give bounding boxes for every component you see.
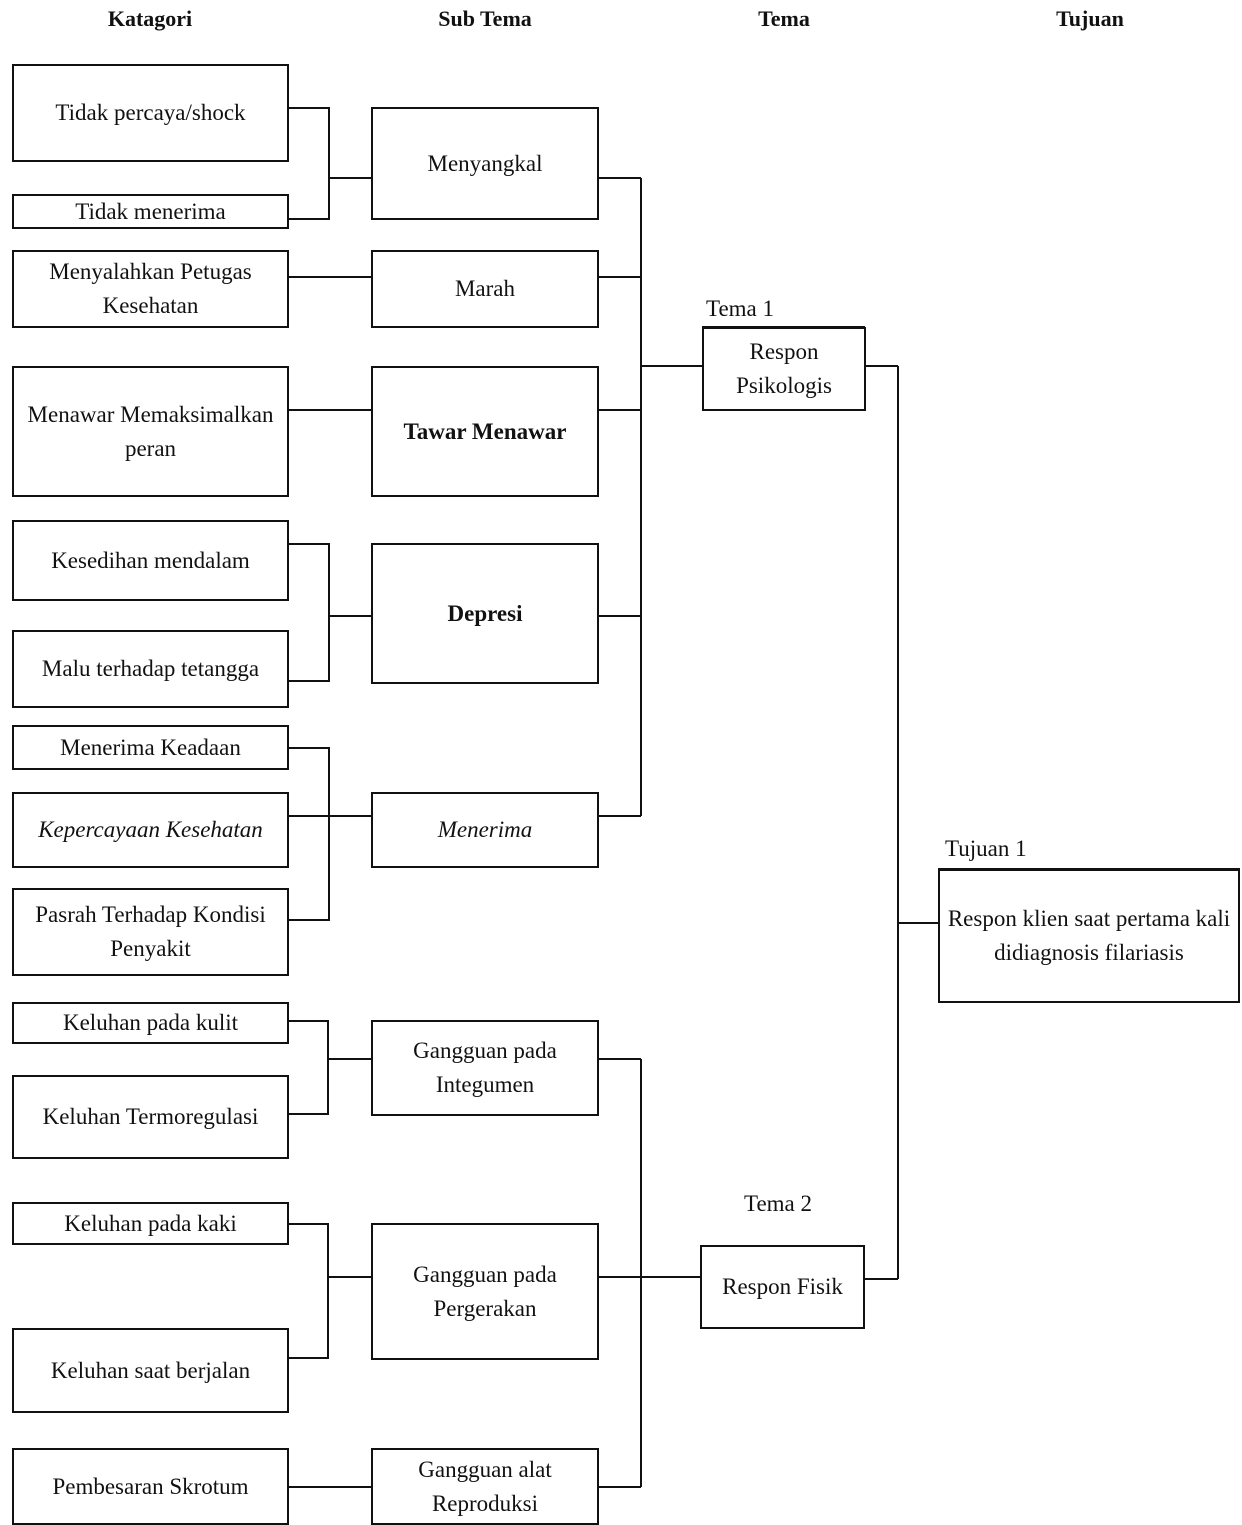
kategori-box: Keluhan Termoregulasi bbox=[12, 1075, 289, 1159]
sub-tema-box: Depresi bbox=[371, 543, 599, 684]
kategori-box: Pasrah Terhadap Kondisi Penyakit bbox=[12, 888, 289, 976]
kategori-box: Keluhan pada kulit bbox=[12, 1002, 289, 1044]
sub-tema-box: Gangguan alat Reproduksi bbox=[371, 1448, 599, 1525]
tema-2-caption: Tema 2 bbox=[744, 1191, 813, 1216]
sub-tema-box: Gangguan pada Pergerakan bbox=[371, 1223, 599, 1360]
sub-tema-box: Gangguan pada Integumen bbox=[371, 1020, 599, 1116]
kategori-box: Kesedihan mendalam bbox=[12, 520, 289, 601]
header-kategori: Katagori bbox=[107, 6, 193, 31]
kategori-box: Keluhan pada kaki bbox=[12, 1202, 289, 1245]
kategori-box: Tidak menerima bbox=[12, 194, 289, 229]
sub-tema-box: Tawar Menawar bbox=[371, 366, 599, 497]
header-sub-tema: Sub Tema bbox=[438, 6, 532, 31]
kategori-box: Tidak percaya/shock bbox=[12, 64, 289, 162]
tujuan-box: Respon klien saat pertama kali didiagnos… bbox=[938, 869, 1240, 1003]
tema-1-caption: Tema 1 bbox=[706, 296, 775, 321]
tema-1-box: Respon Psikologis bbox=[702, 327, 866, 411]
kategori-box: Menawar Memaksimalkan peran bbox=[12, 366, 289, 497]
tema-2-box: Respon Fisik bbox=[700, 1245, 865, 1329]
kategori-box: Malu terhadap tetangga bbox=[12, 630, 289, 708]
sub-tema-box: Menerima bbox=[371, 792, 599, 868]
kategori-box: Menyalahkan Petugas Kesehatan bbox=[12, 250, 289, 328]
kategori-box: Menerima Keadaan bbox=[12, 725, 289, 770]
kategori-box: Pembesaran Skrotum bbox=[12, 1448, 289, 1525]
sub-tema-box: Menyangkal bbox=[371, 107, 599, 220]
kategori-box: Kepercayaan Kesehatan bbox=[12, 792, 289, 868]
kategori-box: Keluhan saat berjalan bbox=[12, 1328, 289, 1413]
header-tujuan: Tujuan bbox=[1056, 6, 1124, 31]
header-tema: Tema bbox=[758, 6, 810, 31]
sub-tema-box: Marah bbox=[371, 250, 599, 328]
tujuan-caption: Tujuan 1 bbox=[945, 836, 1027, 861]
